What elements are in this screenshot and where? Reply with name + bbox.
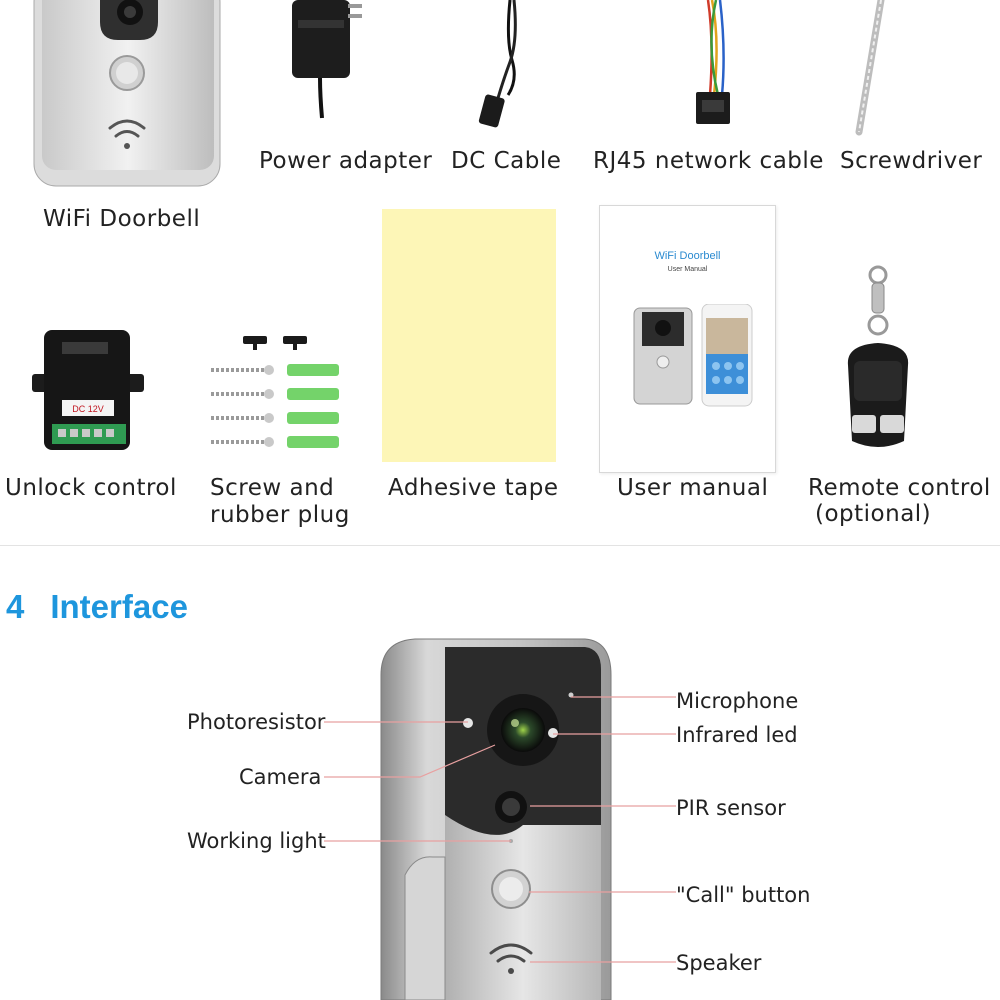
user-manual-image: WiFi Doorbell User Manual [599, 205, 776, 473]
callout-microphone: Microphone [676, 689, 799, 713]
item-label-unlock-control: Unlock control [5, 475, 177, 501]
item-label-doorbell: WiFi Doorbell [43, 206, 201, 232]
dc-cable-image [478, 0, 517, 128]
manual-cover-title: WiFi Doorbell [654, 250, 721, 262]
adhesive-tape-image [382, 209, 556, 462]
doorbell-image [33, 0, 221, 187]
callout-working-light: Working light [187, 829, 326, 853]
manual-cover-illustration [633, 304, 753, 407]
callout-speaker: Speaker [676, 951, 762, 975]
item-label-screwdriver: Screwdriver [840, 148, 983, 174]
item-label-user-manual: User manual [617, 475, 769, 501]
callout-call-button: "Call" button [676, 883, 811, 907]
item-label-adhesive-tape: Adhesive tape [388, 475, 559, 501]
item-label-remote-control-1: Remote control [808, 475, 991, 501]
manual-cover-subtitle: User Manual [667, 266, 708, 273]
item-label-power-adapter: Power adapter [259, 148, 433, 174]
section-number: 4 [6, 588, 25, 625]
section-title: Interface [50, 588, 188, 625]
callout-pir-sensor: PIR sensor [676, 796, 786, 820]
screw-plug-image [211, 336, 339, 448]
item-label-dc-cable: DC Cable [451, 148, 562, 174]
item-label-remote-control-2: (optional) [815, 501, 932, 527]
section-divider [0, 545, 1000, 546]
item-label-screw-plug-1: Screw and [210, 475, 335, 501]
unlock-control-image: DC 12V [32, 330, 144, 450]
item-label-screw-plug-2: rubber plug [210, 502, 350, 528]
callout-infrared-led: Infrared led [676, 723, 798, 747]
section-heading: 4 Interface [6, 588, 188, 626]
screwdriver-image [855, 0, 885, 136]
interface-doorbell-diagram [380, 638, 612, 1000]
power-adapter-image [292, 0, 362, 119]
callout-camera: Camera [239, 765, 322, 789]
remote-control-image [847, 265, 909, 447]
rj45-cable-image [696, 0, 730, 124]
unlock-chip-text: DC 12V [72, 404, 104, 414]
callout-photoresistor: Photoresistor [187, 710, 326, 734]
item-label-rj45-cable: RJ45 network cable [593, 148, 824, 174]
